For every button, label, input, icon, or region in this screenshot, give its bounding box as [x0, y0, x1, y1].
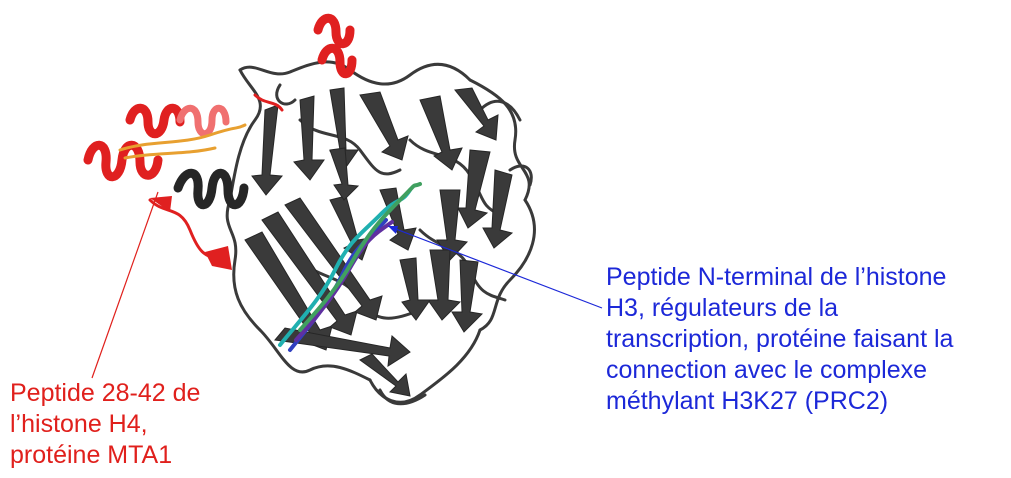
histone-h3-n-terminal-peptides [278, 182, 422, 352]
h3-pointer-arrowhead [388, 226, 398, 234]
h4-peptide-label: Peptide 28-42 de l’histone H4, protéine … [10, 379, 201, 469]
h3-pointer-line [387, 225, 603, 309]
h4-pointer-line [91, 191, 159, 379]
wd40-propeller-protein [173, 60, 536, 406]
h3-peptide-label: Peptide N-terminal de l’histone H3, régu… [606, 263, 954, 415]
histone-h4-peptide-mta1 [83, 13, 357, 270]
